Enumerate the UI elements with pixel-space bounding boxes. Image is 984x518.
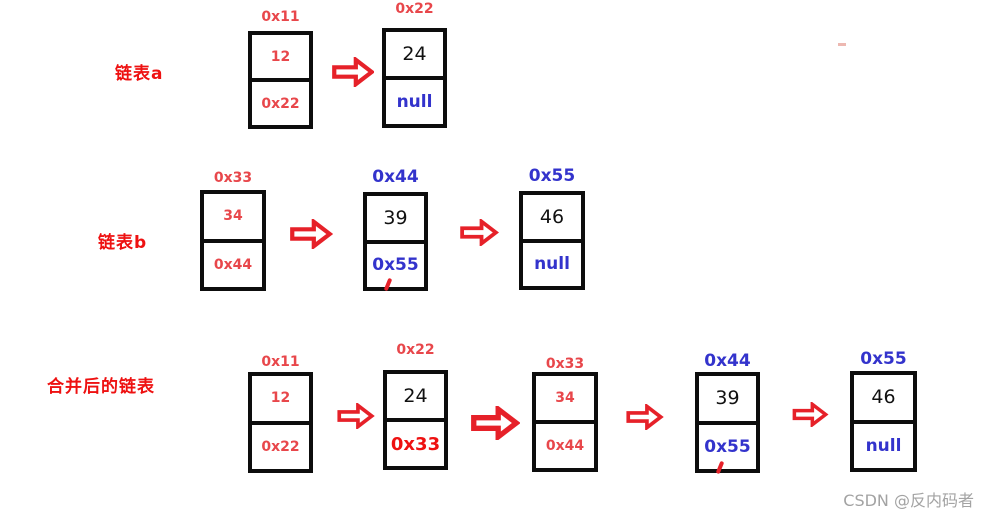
node-next-cell: 0x22 (252, 82, 309, 125)
node-next-cell: 0x22 (252, 425, 309, 470)
node-value: 12 (270, 390, 291, 407)
node-value: 24 (403, 385, 428, 407)
arrow-icon (290, 219, 333, 249)
node-next-pointer: 0x55 (372, 255, 419, 276)
node-next-pointer: 0x33 (390, 433, 441, 455)
row-label-merged-list: 合并后的链表 (47, 377, 155, 397)
node-address-label: 0x55 (528, 166, 576, 186)
node-value-cell: 12 (252, 376, 309, 425)
node-address-label: 0x33 (545, 356, 585, 372)
list-node: 34 0x44 (532, 372, 598, 472)
node-address-label: 0x22 (396, 342, 435, 358)
list-node: 46 null (519, 191, 585, 290)
node-value: 34 (555, 390, 575, 406)
node-next-cell: 0x55 (699, 425, 756, 470)
node-next-cell: null (523, 243, 581, 287)
node-value-cell: 12 (252, 35, 309, 82)
node-value: 34 (223, 208, 243, 225)
arrow-icon (471, 406, 520, 440)
node-next-cell: 0x44 (204, 243, 262, 288)
node-next-cell: 0x55 (367, 244, 424, 288)
node-next-pointer: 0x44 (545, 438, 585, 454)
arrow-icon (626, 404, 664, 430)
arrow-icon (460, 219, 499, 246)
list-node: 12 0x22 (248, 31, 313, 129)
node-value-cell: 34 (204, 194, 262, 243)
node-next-cell: 0x33 (387, 422, 444, 466)
list-node: 39 0x55 (363, 192, 428, 291)
node-next-pointer: 0x55 (704, 436, 751, 457)
node-address-label: 0x22 (395, 1, 434, 17)
list-node: 34 0x44 (200, 190, 266, 291)
row-label-list-b: 链表b (98, 233, 148, 253)
node-address-label: 0x11 (261, 354, 300, 370)
arrow-icon (792, 402, 829, 427)
node-value: 46 (539, 205, 565, 228)
node-next-pointer: null (534, 254, 570, 275)
node-address-label: 0x33 (213, 170, 253, 186)
list-node: 46 null (850, 371, 917, 472)
node-value: 12 (270, 48, 291, 65)
watermark: CSDN @反内码者 (843, 491, 974, 510)
node-address-label: 0x44 (704, 351, 751, 371)
node-value: 39 (383, 206, 408, 229)
node-value-cell: 39 (699, 376, 756, 425)
node-address-label: 0x11 (261, 9, 300, 25)
node-next-pointer: null (396, 92, 433, 112)
arrow-icon (337, 403, 375, 429)
node-value-cell: 46 (523, 195, 581, 243)
node-value-cell: 46 (854, 375, 913, 424)
node-value-cell: 39 (367, 196, 424, 244)
node-value: 46 (871, 386, 896, 409)
list-node: 39 0x55 (695, 372, 760, 473)
node-address-label: 0x55 (860, 349, 907, 369)
node-next-pointer: 0x44 (213, 256, 253, 273)
node-next-cell: null (854, 424, 913, 469)
node-next-pointer: 0x22 (261, 95, 300, 112)
node-value-cell: 24 (386, 32, 443, 80)
node-value-cell: 24 (387, 374, 444, 422)
node-value-cell: 34 (536, 376, 594, 424)
node-next-cell: null (386, 80, 443, 124)
row-label-list-a: 链表a (115, 64, 164, 84)
node-address-label: 0x44 (372, 167, 419, 187)
stray-mark (838, 43, 846, 46)
arrow-icon (332, 57, 374, 87)
node-next-pointer: null (865, 435, 902, 456)
node-next-pointer: 0x22 (261, 438, 300, 455)
node-value: 39 (715, 387, 740, 410)
list-node: 12 0x22 (248, 372, 313, 473)
node-value: 24 (402, 43, 427, 65)
list-node: 24 null (382, 28, 447, 128)
node-next-cell: 0x44 (536, 424, 594, 468)
list-node: 24 0x33 (383, 370, 448, 470)
